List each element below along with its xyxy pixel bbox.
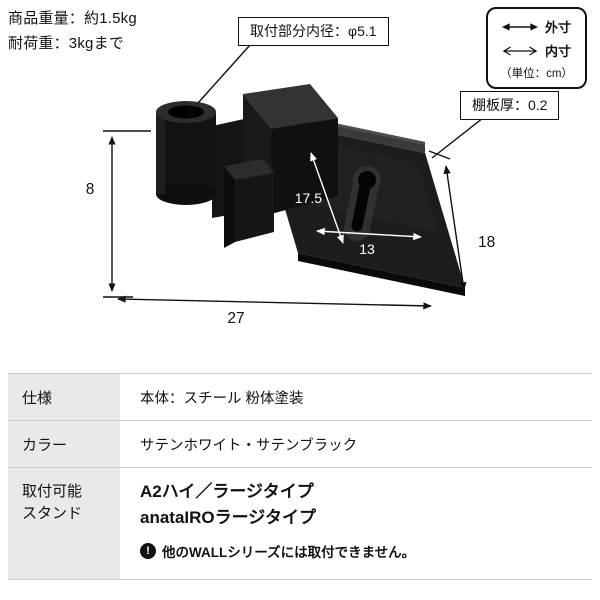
keyhole-slot (344, 166, 381, 241)
dimension-labels: 8 27 18 17.5 13 (86, 181, 496, 327)
inner-dimension-arrow-icon (502, 45, 538, 56)
inner-diameter-callout: 取付部分内径：φ5.1 (238, 17, 389, 46)
compatibility-note: ! 他のWALLシリーズには取付できません。 (140, 541, 584, 561)
compatible-stand-2: anataIROラージタイプ (140, 507, 316, 527)
spec-value-material: 本体：スチール 粉体塗装 (140, 390, 304, 407)
spec-label-color: カラー (8, 421, 120, 467)
leader-line-thickness (431, 117, 484, 159)
spec-label-compatible-stands: 取付可能 スタンド (8, 468, 120, 579)
dim-depth-line (443, 165, 467, 291)
product-weight-label: 商品重量：約1.5kg (8, 10, 137, 27)
product-illustration (156, 84, 465, 296)
plate-dimension-lines (310, 152, 422, 244)
spec-value-compatible-stands: A2ハイ／ラージタイプ anataIROラージタイプ ! 他のWALLシリーズに… (120, 468, 592, 579)
spec-row-color: カラー サテンホワイト・サテンブラック (8, 421, 592, 468)
spec-table: 仕様 本体：スチール 粉体塗装 カラー サテンホワイト・サテンブラック 取付可能… (8, 373, 592, 580)
dimension-lines (103, 44, 484, 310)
spec-row-material: 仕様 本体：スチール 粉体塗装 (8, 374, 592, 421)
dimension-legend: 外寸 内寸 （単位：cm） (486, 7, 587, 89)
spec-label-material: 仕様 (8, 374, 120, 420)
product-diagram: 8 27 18 17.5 13 (86, 44, 496, 327)
compatible-stand-1: A2ハイ／ラージタイプ (140, 482, 314, 501)
inner-dimension-label: 内寸 (544, 44, 571, 59)
dim-total-width-line (117, 295, 432, 310)
dim-plate-depth-label: 17.5 (295, 190, 322, 206)
load-capacity-label: 耐荷重：3kgまで (8, 34, 124, 52)
dim-plate-width-label: 13 (359, 241, 375, 257)
outer-dimension-arrow-icon (501, 22, 538, 31)
compatibility-note-text: 他のWALLシリーズには取付できません。 (162, 545, 416, 560)
inner-dimension-row: 内寸 (492, 41, 581, 60)
dim-depth-label: 18 (478, 234, 495, 251)
warning-icon: ! (140, 543, 156, 559)
dim-total-width-label: 27 (227, 310, 244, 327)
product-facts: 商品重量：約1.5kg 耐荷重：3kgまで (8, 7, 137, 57)
spec-row-compatible-stands: 取付可能 スタンド A2ハイ／ラージタイプ anataIROラージタイプ ! 他… (8, 468, 592, 580)
spec-value-color: サテンホワイト・サテンブラック (140, 437, 358, 454)
shelf-thickness-callout: 棚板厚：0.2 (460, 91, 560, 120)
leader-line-diameter (197, 44, 251, 104)
unit-label: （単位：cm） (500, 68, 573, 80)
dim-plate-width-line (316, 227, 422, 241)
bracket-body (212, 84, 338, 248)
dim-height-label: 8 (86, 181, 95, 198)
pole-clamp (156, 101, 216, 205)
outer-dimension-label: 外寸 (544, 20, 571, 35)
extension-tick-right (428, 150, 451, 160)
outer-dimension-row: 外寸 (492, 17, 581, 36)
